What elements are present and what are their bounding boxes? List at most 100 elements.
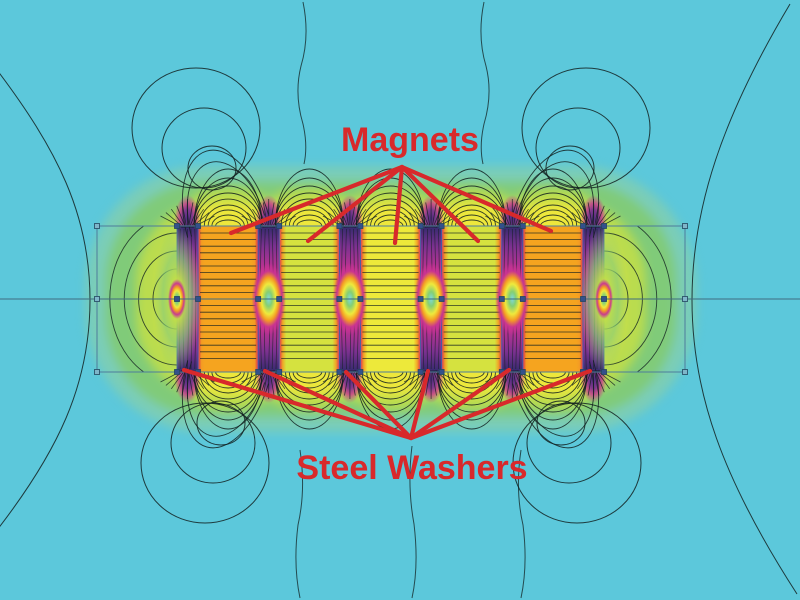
magnet-arc-fan [528,371,578,394]
node-handle [519,296,526,302]
washer-fan-line [188,370,194,396]
node-handle [580,223,586,229]
washer-fan-line [576,208,591,228]
node-handle [195,223,201,229]
node-handle [601,223,607,229]
washer-fan-line [252,370,267,390]
halo-bump [357,202,424,226]
magnet-arc-fan [377,371,404,379]
node-handle [357,296,364,302]
node-handle [336,296,343,302]
magnet-arc-fan [536,214,570,227]
washer-fan-line [431,202,437,228]
washer-fan-line [597,370,616,386]
washer-fan-line [262,202,269,228]
magnet-arc-fan [186,161,266,237]
magnet-arc-fan [193,371,263,430]
magnet-arc-fan [357,192,424,227]
magnet-arc-fan [437,371,507,430]
magnet-arc-fan [437,168,507,227]
annotation-pointer-line [408,368,593,441]
magnet-arc-fan [512,360,600,449]
end-magnet-tall-fan [512,360,600,449]
field-contour [691,3,798,595]
washer-fan-line [597,212,616,228]
washer-fan-line [514,370,529,390]
magnet-arc-fan [274,371,344,413]
node-handle [195,296,201,302]
magnet-arc-fan [515,161,595,237]
magnet-arc-fan [518,177,588,227]
washer-fan-line [506,370,512,396]
field-contour [0,73,91,527]
node-handle [276,223,283,229]
magnet-arc-fan [519,192,587,227]
magnet-arc-fan [524,371,582,400]
field-contour [295,449,304,599]
corner-field-loop [196,400,246,446]
geometry-wireframe [0,223,800,375]
annotation-pointer-line [228,164,405,236]
washer-fan-line [350,370,356,396]
magnet-arc-fan [447,204,496,227]
magnet-arc-fan [181,360,269,449]
end-magnet-tall-fan [512,149,600,238]
washer-fan-line [352,208,367,228]
annotation-pointer-line [305,164,405,244]
field-contour [517,449,526,599]
washer-fan-line [165,212,184,228]
magnet-arc-fan [199,371,257,400]
magnet-arc-fan [370,209,411,227]
node-handle [336,223,343,229]
node-handle [336,369,343,375]
magnet-arc-fan [274,177,344,227]
magnet-arc-fan [437,371,507,413]
magnet-arc-fan [211,214,245,227]
node-handle [417,296,424,302]
annotation-pointer-line [399,164,481,244]
magnet-arc-fan [186,361,266,437]
magnet-arc-fan [455,371,489,384]
node-handle [498,223,505,229]
magnet-arc-fan [194,371,262,406]
corner-field-loop [512,402,642,524]
washer-fan-line [344,202,350,228]
steel-washers-label: Steel Washers [296,449,527,487]
washer-fan-line [188,202,194,228]
magnet-arc-fan [280,371,338,400]
magnet-arc-fan [519,371,587,406]
field-contour [480,1,490,165]
washer-fan-line [181,202,187,228]
magnet-arc-fan [203,371,253,394]
washer-fan-line [333,208,348,228]
magnet-arc-fan [203,204,253,227]
washer-fan-line [594,202,600,228]
corner-field-loop [170,402,256,484]
magnet-arc-fan [274,371,344,421]
node-handle [682,223,688,229]
halo-bump [438,372,505,396]
magnet-arc-fan [518,371,588,413]
end-magnet-tall-fan [181,149,269,238]
magnet-arc-fan [215,371,242,379]
annotation-pointer-line [408,367,512,441]
corner-field-loop [140,402,270,524]
washer-fan-line [190,208,205,228]
washer-fan-line [425,202,431,228]
washer-fan-line [165,370,184,386]
node-handle [417,223,424,229]
washer-fan-line [425,370,431,396]
magnet-arc-fan [193,185,263,227]
node-handle [682,369,688,375]
node-handle [438,369,445,375]
magnet-arc-fan [296,371,323,379]
magnet-arc-fan [288,371,330,389]
magnet-arc-fan [366,204,415,227]
magnet-arc-fan [458,371,485,379]
washer-fan-line [433,370,448,390]
node-handle [174,296,180,302]
node-handle [438,223,445,229]
